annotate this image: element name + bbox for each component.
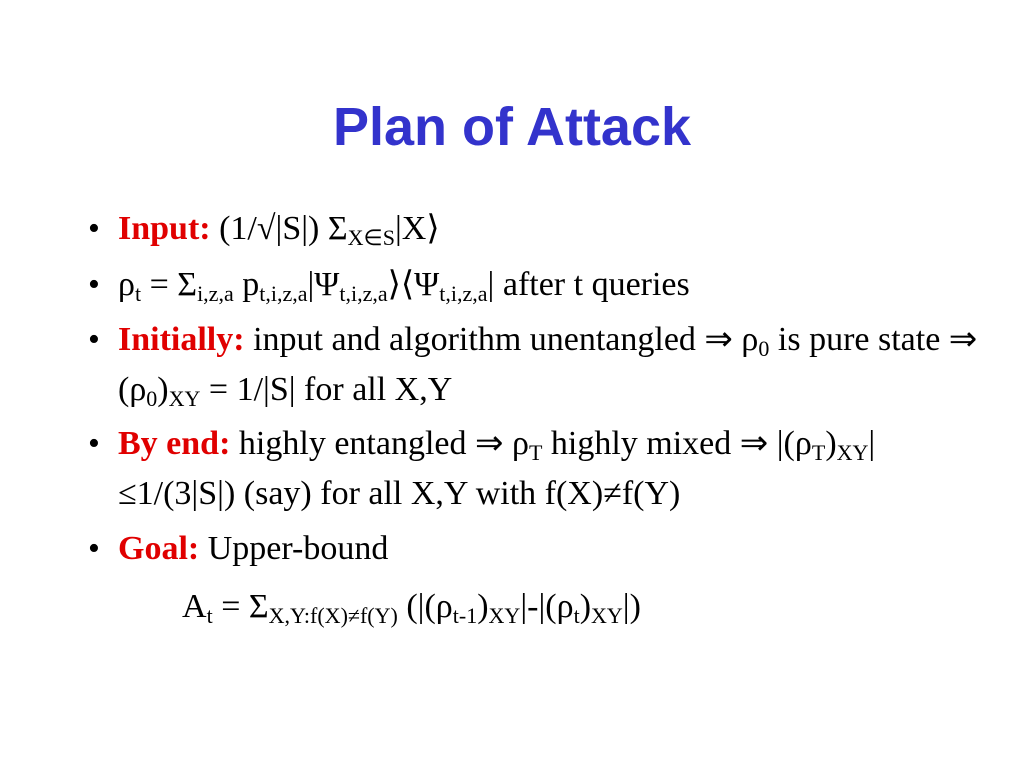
bullet-text: is pure state ⇒ (ρ: [118, 321, 978, 408]
bullet-keyword: Input:: [118, 210, 211, 247]
bullet-dot: •: [88, 210, 100, 247]
subscript: t,i,z,a: [339, 281, 388, 307]
formula-text: ): [579, 588, 592, 625]
bullet-text: highly mixed ⇒ |(ρ: [542, 425, 812, 462]
bullet-text: Upper-bound: [199, 530, 389, 567]
bullet-text: ): [157, 371, 169, 408]
formula-text: ): [477, 588, 489, 625]
bullet-text: ⟩⟨Ψ: [387, 266, 440, 303]
subscript: T: [528, 440, 543, 466]
bullet-text: highly entangled ⇒ ρ: [230, 425, 529, 462]
bullet-dot: •: [88, 425, 100, 462]
subscript: XY: [168, 386, 201, 412]
formula-text: A: [182, 588, 207, 625]
bullet-text: |≤1/(3|S|) (say) for all X,Y with f(X)≠f…: [118, 425, 876, 512]
bullet-keyword: Goal:: [118, 530, 200, 567]
bullet-goal: • Goal: Upper-bound: [82, 523, 982, 575]
subscript: t: [134, 281, 142, 307]
bullet-text: = Σ: [141, 266, 198, 303]
bullet-keyword: By end:: [118, 425, 231, 462]
bullet-text: (1/√|S|) Σ: [210, 210, 348, 247]
subscript: XY: [488, 603, 521, 629]
bullet-dot: •: [88, 266, 100, 303]
formula-text: = Σ: [212, 588, 269, 625]
bullet-by-end: • By end: highly entangled ⇒ ρT highly m…: [82, 419, 982, 519]
subscript: XY: [836, 440, 869, 466]
bullet-text: ): [825, 425, 837, 462]
subscript: XY: [591, 603, 623, 629]
formula-text: |-|(ρ: [520, 588, 574, 625]
subscript: T: [811, 440, 826, 466]
formula-text: |): [622, 588, 641, 625]
formula-a-t: At = ΣX,Y:f(X)≠f(Y) (|(ρt-1)XY|-|(ρt)XY|…: [82, 581, 982, 633]
bullet-keyword: Initially:: [118, 321, 245, 358]
bullet-text: |Ψ: [307, 266, 340, 303]
subscript: t-1: [452, 603, 478, 629]
bullet-initially: • Initially: input and algorithm unentan…: [82, 315, 982, 415]
subscript: X,Y:f(X)≠f(Y): [268, 603, 398, 629]
subscript: t: [573, 603, 580, 629]
bullet-text: input and algorithm unentangled ⇒ ρ: [244, 321, 759, 358]
subscript: 0: [146, 386, 158, 412]
subscript: X∈S: [347, 225, 395, 251]
subscript: 0: [758, 336, 770, 362]
bullet-text: = 1/|S| for all X,Y: [200, 371, 453, 408]
bullet-text: ρ: [118, 266, 135, 303]
bullet-dot: •: [88, 321, 100, 358]
subscript: t: [206, 603, 213, 629]
bullet-text: p: [233, 266, 260, 303]
slide-title: Plan of Attack: [332, 97, 692, 157]
bullet-text: |X⟩: [394, 210, 440, 247]
bullet-rho-t: • ρt = Σi,z,a pt,i,z,a|Ψt,i,z,a⟩⟨Ψt,i,z,…: [82, 259, 982, 311]
subscript: t,i,z,a: [259, 281, 308, 307]
bullet-text: | after t queries: [487, 266, 690, 303]
subscript: i,z,a: [197, 281, 234, 307]
bullet-input: • Input: (1/√|S|) ΣX∈S|X⟩: [82, 203, 982, 255]
bullet-dot: •: [88, 530, 100, 567]
subscript: t,i,z,a: [439, 281, 488, 307]
formula-text: (|(ρ: [397, 588, 453, 625]
slide-body: • Input: (1/√|S|) ΣX∈S|X⟩ • ρt = Σi,z,a …: [82, 203, 982, 633]
